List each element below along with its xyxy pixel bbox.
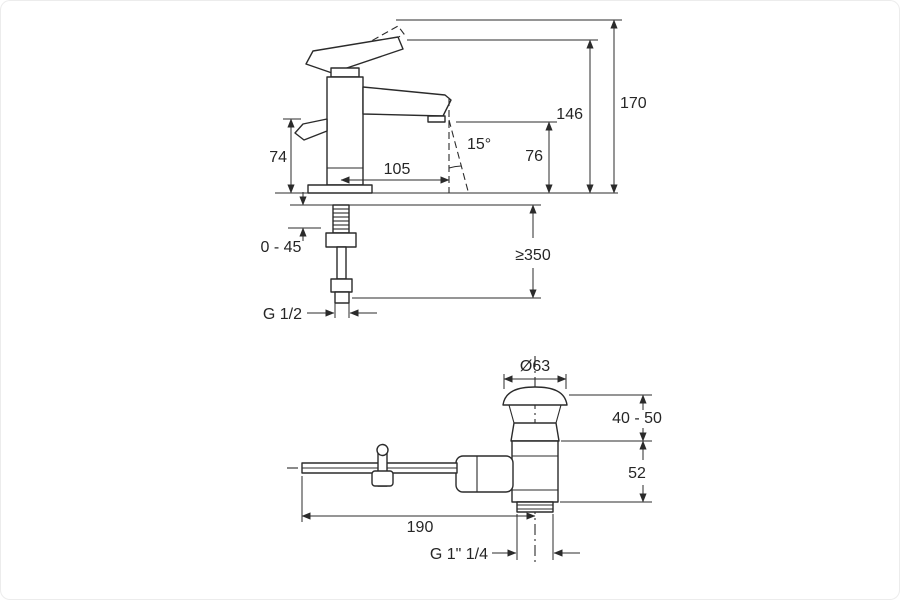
dim-spout-reach-label: 105 — [384, 161, 411, 178]
faucet-dimensions: 74 105 15° 76 146 170 — [261, 19, 647, 323]
aerator — [427, 115, 446, 123]
inlet-thread-stub — [334, 291, 350, 318]
dim-spout-angle-15: 15° — [448, 119, 491, 192]
hose-connector — [330, 278, 353, 293]
dim-inlet-thread-label: G 1/2 — [263, 306, 302, 323]
dim-overall-height-label: 170 — [620, 95, 647, 112]
dim-deck-thickness-label: 0 - 45 — [261, 239, 302, 256]
dim-flange-diameter-label: Ø63 — [520, 358, 550, 375]
dim-spout-height-label: 76 — [525, 148, 543, 165]
dim-body-height-label: 52 — [628, 465, 646, 482]
base-plate — [307, 184, 373, 194]
threaded-shank — [332, 204, 350, 234]
faucet-side-lever-tip — [294, 118, 328, 141]
dim-flange-diameter-63: Ø63 — [503, 358, 567, 389]
faucet-spout — [362, 86, 452, 123]
dim-outlet-thread-g114: G 1" 1/4 — [430, 514, 580, 563]
faucet-lever-handle — [305, 36, 404, 74]
dim-inlet-thread-g12: G 1/2 — [263, 306, 377, 323]
mounting-nut — [325, 232, 357, 248]
rod-pivot-joint — [371, 443, 394, 487]
drain-body — [511, 440, 559, 503]
dim-body-height-52: 52 — [560, 440, 652, 503]
rod-connector-housing — [455, 455, 514, 493]
dim-rod-length-190: 190 — [301, 476, 536, 536]
dim-fixed-height-label: 146 — [556, 106, 583, 123]
dim-deck-range-40-50: 40 - 50 — [561, 394, 662, 442]
faucet-drawing — [275, 25, 618, 318]
dim-fixed-height-146: 146 — [407, 39, 598, 194]
dim-spout-height-76: 76 — [456, 121, 557, 194]
dim-deck-thickness-0-45: 0 - 45 — [261, 192, 321, 256]
dim-side-height-label: 74 — [269, 149, 287, 166]
dim-overall-height-170: 170 — [396, 19, 647, 194]
drain-outlet-tail — [516, 501, 554, 513]
dim-rod-length-label: 190 — [407, 519, 434, 536]
dim-deck-range-label: 40 - 50 — [612, 410, 662, 427]
dim-outlet-thread-label: G 1" 1/4 — [430, 546, 488, 563]
dim-spout-reach-105: 105 — [340, 99, 450, 193]
drain-flange-cap — [502, 386, 568, 442]
supply-hose — [336, 246, 347, 280]
drain-drawing — [287, 356, 568, 566]
dim-hose-length-350: ≥350 — [352, 204, 551, 299]
drain-dimensions: Ø63 40 - 50 52 190 G — [301, 358, 662, 563]
dim-hose-length-label: ≥350 — [515, 247, 551, 264]
faucet-body — [326, 67, 364, 186]
dim-spout-angle-label: 15° — [467, 136, 491, 153]
dim-side-height-74: 74 — [269, 118, 301, 194]
